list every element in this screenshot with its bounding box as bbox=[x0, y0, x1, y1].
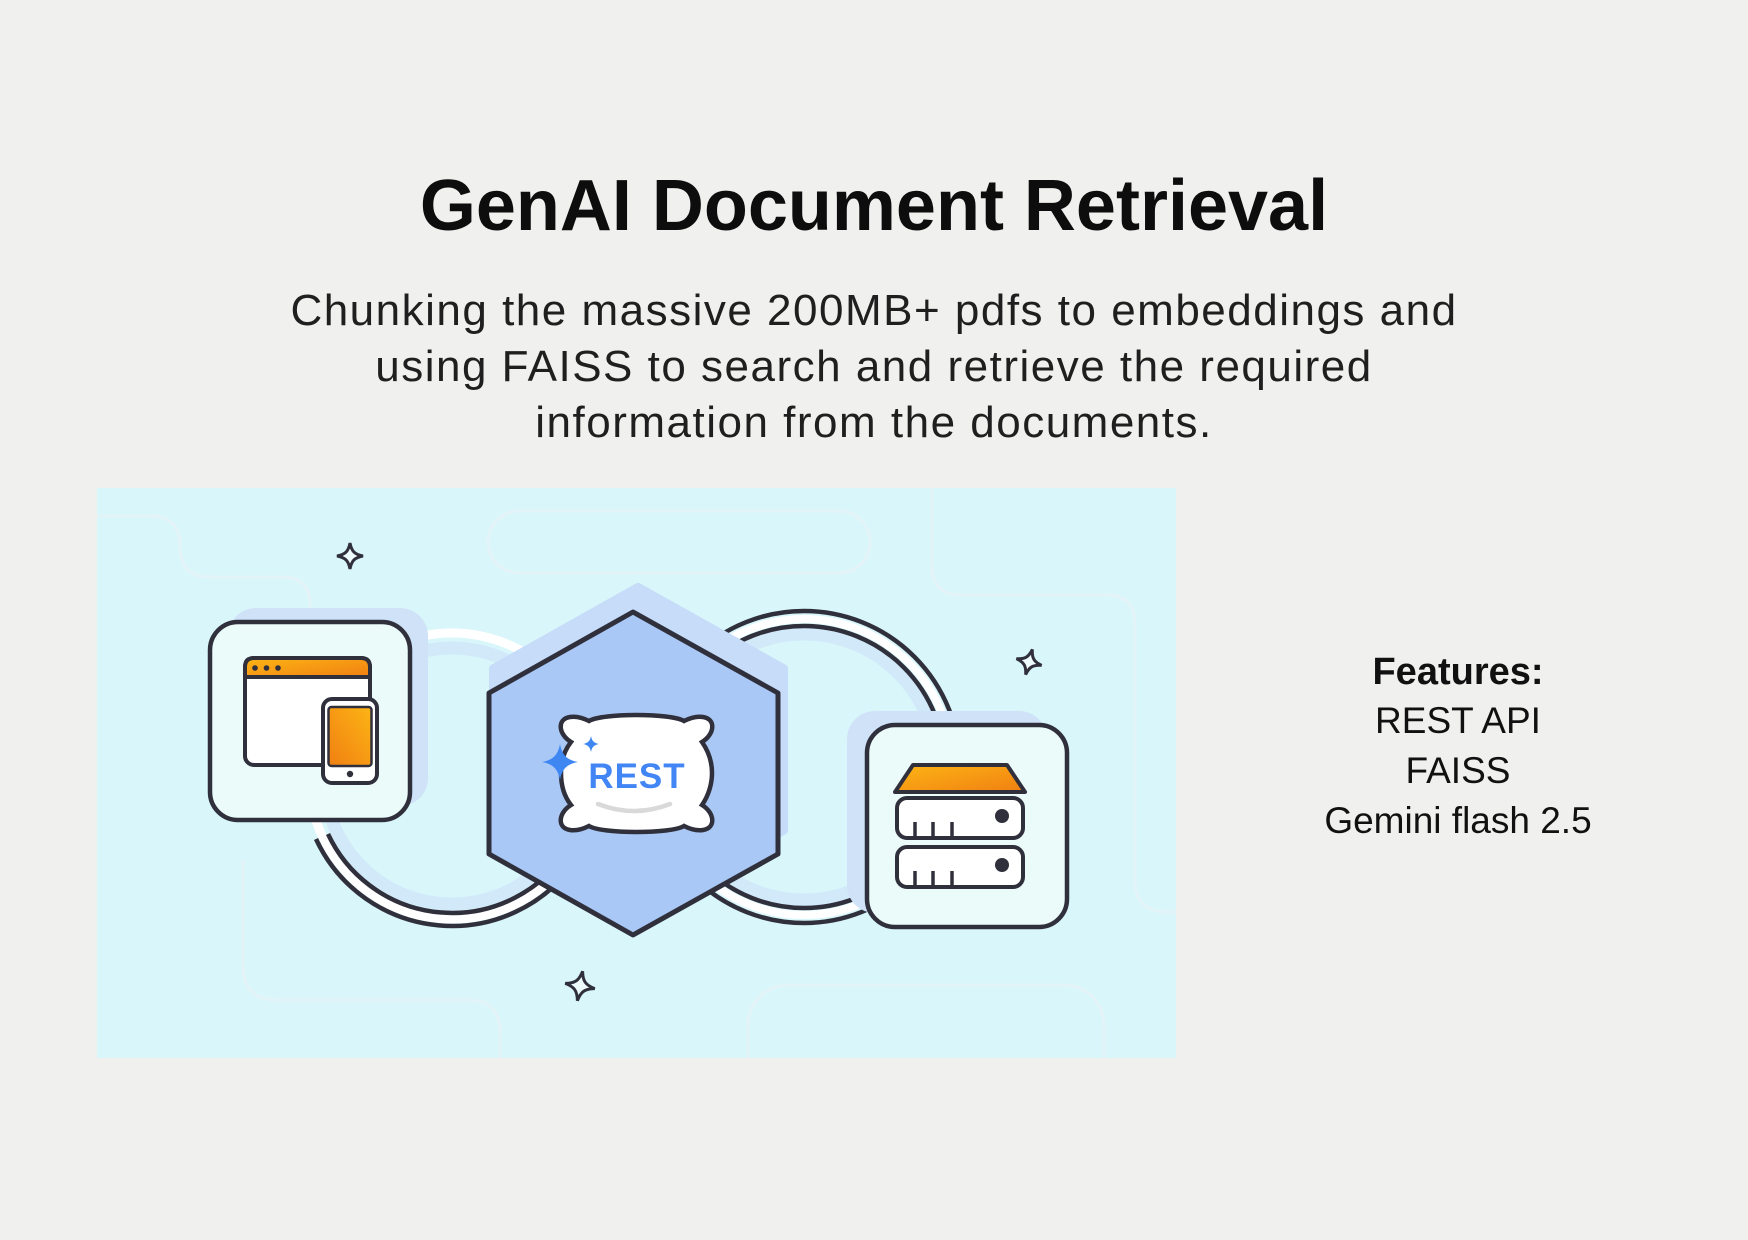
page-subtitle: Chunking the massive 200MB+ pdfs to embe… bbox=[0, 283, 1748, 451]
sparkle-icon bbox=[336, 542, 364, 570]
blue-sparkle-icon bbox=[542, 744, 578, 780]
feature-item: Gemini flash 2.5 bbox=[1324, 800, 1592, 841]
browser-dot bbox=[275, 665, 281, 671]
blue-sparkle-icon bbox=[583, 736, 599, 752]
subtitle-line: Chunking the massive 200MB+ pdfs to embe… bbox=[290, 286, 1458, 335]
server-vents bbox=[913, 822, 954, 837]
features-heading: Features: bbox=[1372, 651, 1544, 693]
ring-dark-arc bbox=[325, 833, 566, 916]
server-drawer bbox=[895, 845, 1025, 889]
subtitle-line: using FAISS to search and retrieve the r… bbox=[375, 342, 1373, 391]
illustration-canvas: REST bbox=[97, 488, 1176, 1058]
deco-capsule bbox=[746, 983, 1106, 1058]
phone-home-button bbox=[346, 770, 354, 778]
background-circuit-lines bbox=[97, 488, 1176, 1058]
feature-item: FAISS bbox=[1405, 750, 1511, 791]
server-led bbox=[995, 809, 1009, 823]
server-card bbox=[864, 722, 1070, 930]
rest-pillow-icon: REST bbox=[542, 712, 715, 835]
page-title: GenAI Document Retrieval bbox=[419, 166, 1329, 246]
sparkle-icon bbox=[564, 970, 596, 1002]
deco-path bbox=[930, 488, 1176, 914]
server-top bbox=[893, 763, 1027, 794]
client-devices-card bbox=[207, 619, 413, 823]
phone-screen bbox=[327, 705, 373, 768]
server-stack-icon bbox=[893, 763, 1027, 889]
browser-header bbox=[243, 656, 372, 679]
illustration-panel: REST bbox=[97, 488, 1176, 1058]
rest-label: REST bbox=[588, 757, 685, 796]
deco-path bbox=[241, 860, 502, 1058]
deco-capsule bbox=[486, 509, 872, 575]
mobile-phone-icon bbox=[321, 697, 379, 785]
browser-dot bbox=[263, 665, 270, 671]
browser-dot bbox=[252, 665, 258, 671]
deco-path bbox=[97, 514, 312, 643]
feature-item: REST API bbox=[1375, 700, 1541, 741]
ring-dark-arc bbox=[313, 838, 577, 929]
sparkle-icon bbox=[1015, 648, 1043, 676]
server-drawer bbox=[895, 796, 1025, 840]
server-led bbox=[995, 858, 1009, 872]
pillow-smile bbox=[595, 801, 673, 814]
server-vents bbox=[913, 871, 954, 886]
features-block: Features: REST API FAISS Gemini flash 2.… bbox=[1288, 648, 1628, 846]
subtitle-line: information from the documents. bbox=[535, 398, 1213, 447]
